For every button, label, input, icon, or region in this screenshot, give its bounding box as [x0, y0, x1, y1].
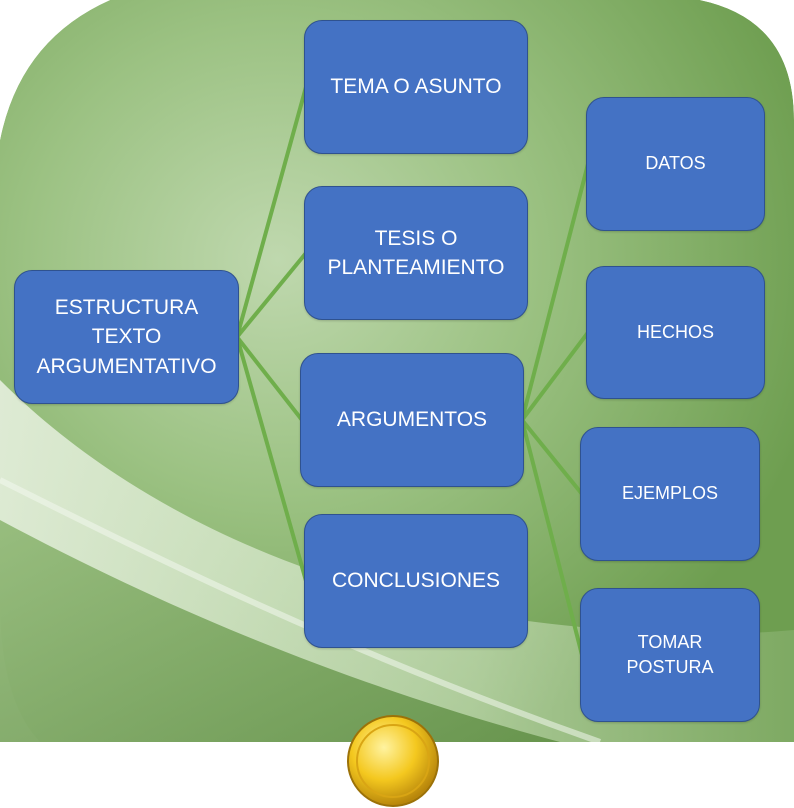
node-hechos: HECHOS: [586, 266, 765, 399]
node-argumentos: ARGUMENTOS: [300, 353, 524, 487]
root-node-estructura-texto-argumentativo: ESTRUCTURA TEXTO ARGUMENTATIVO: [14, 270, 239, 404]
node-datos: DATOS: [586, 97, 765, 231]
gold-coin-icon: [347, 715, 439, 807]
node-tesis-o-planteamiento: TESIS O PLANTEAMIENTO: [304, 186, 528, 320]
node-ejemplos: EJEMPLOS: [580, 427, 760, 561]
node-tema-o-asunto: TEMA O ASUNTO: [304, 20, 528, 154]
node-tomar-postura: TOMAR POSTURA: [580, 588, 760, 722]
node-conclusiones: CONCLUSIONES: [304, 514, 528, 648]
